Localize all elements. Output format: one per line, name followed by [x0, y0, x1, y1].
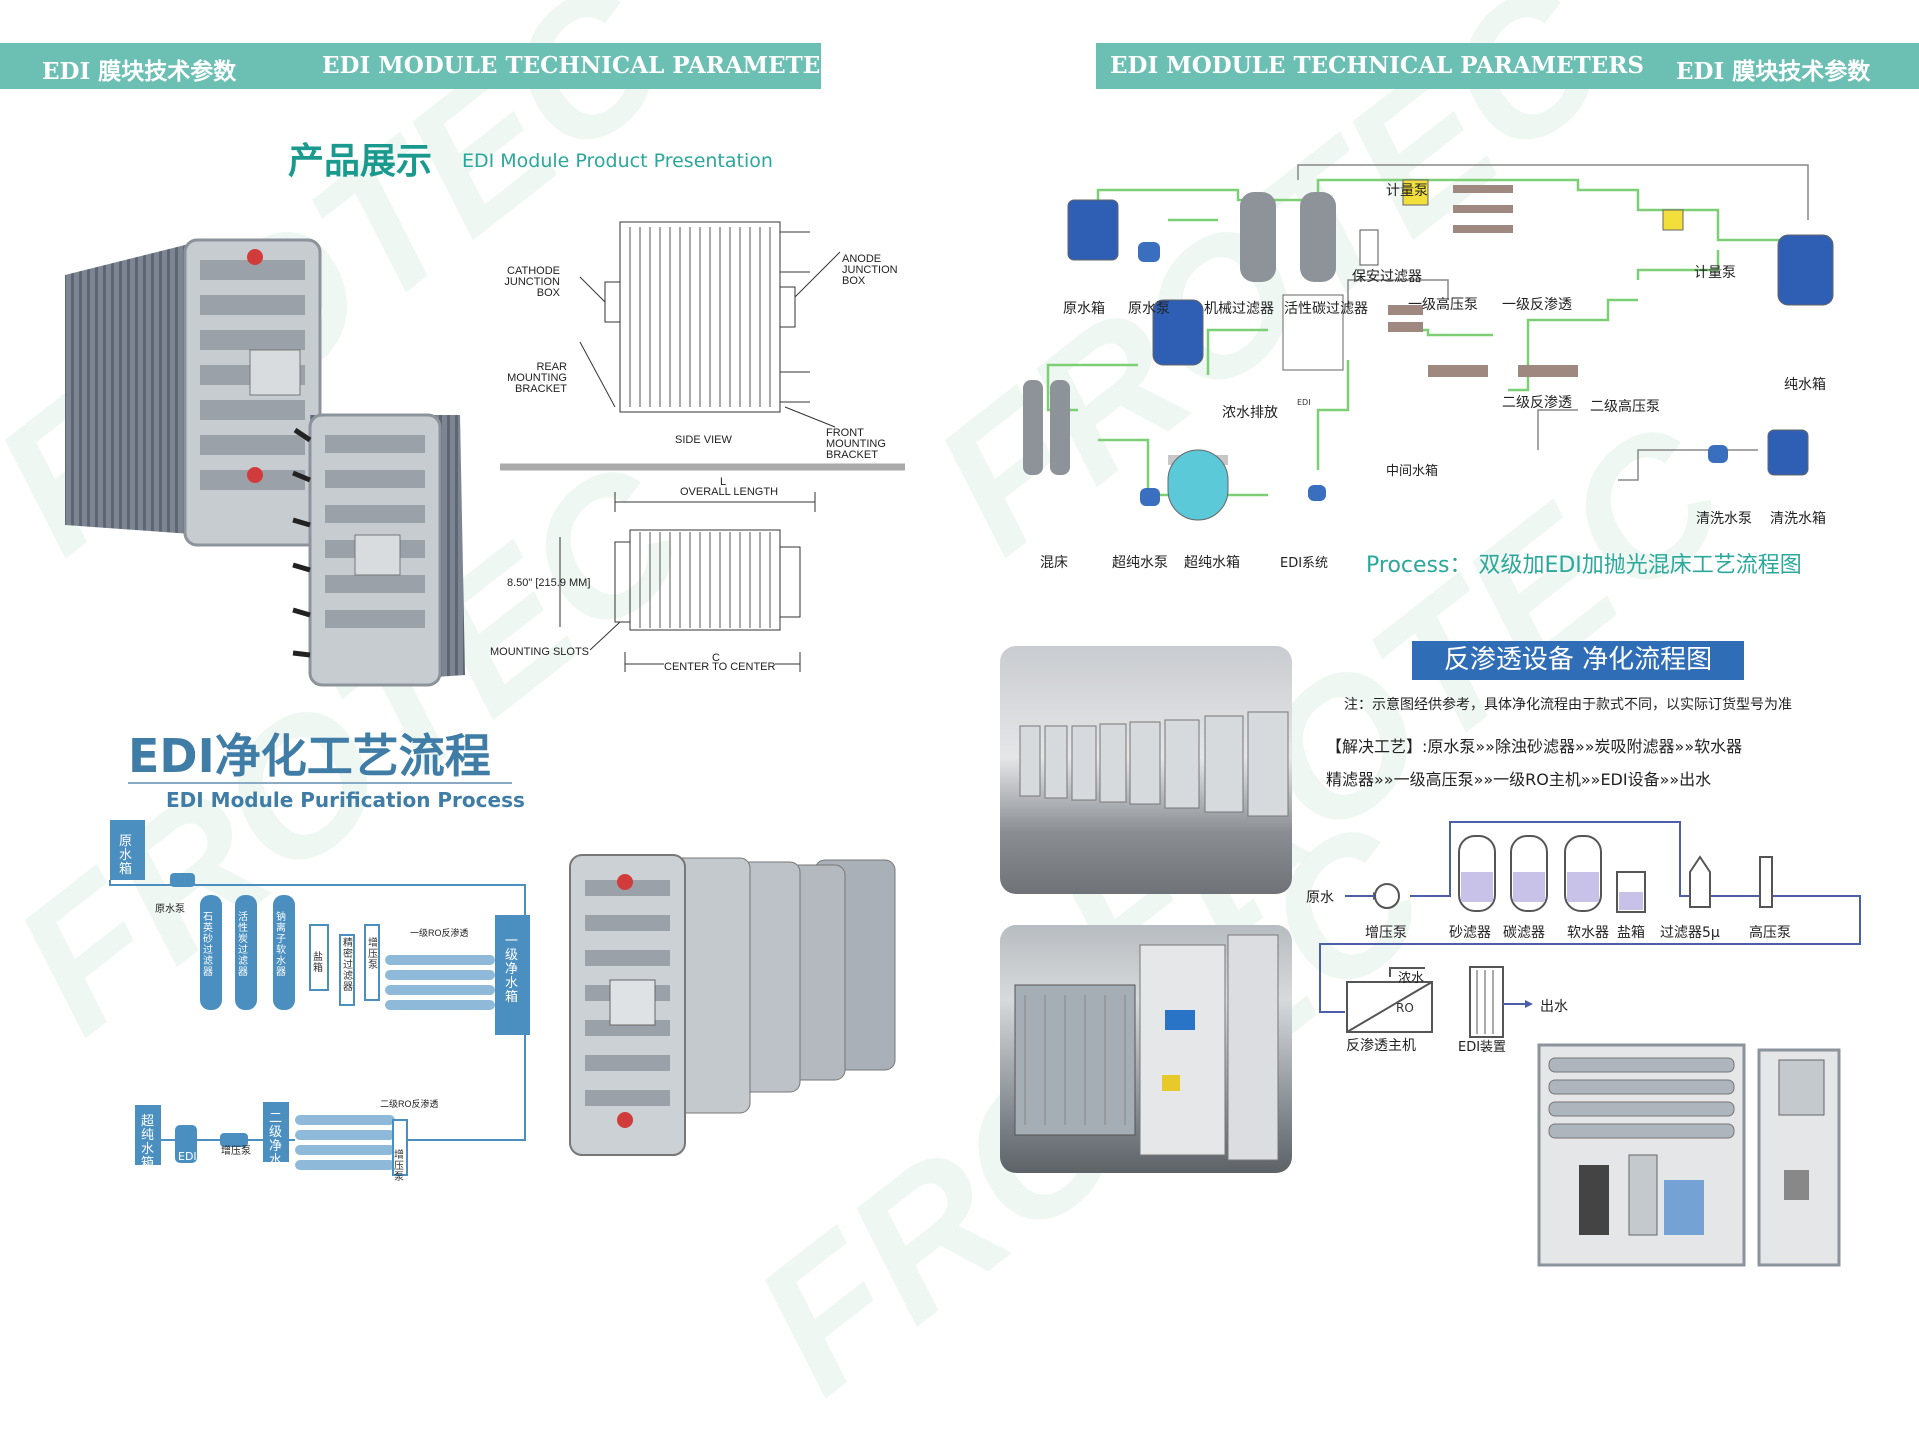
label-overall-length: OVERALL LENGTH: [680, 486, 779, 498]
process-caption: Process： 双级加EDI加抛光混床工艺流程图: [1366, 553, 1802, 578]
pd-wash-pump: 清洗水泵: [1696, 511, 1752, 527]
pd-conc: 浓水排放: [1222, 405, 1278, 421]
left-header-cn: EDI 膜块技术参数: [42, 58, 237, 85]
label-front-bracket: FRONT MOUNTING BRACKET: [826, 427, 886, 461]
edi-modules-row-photo: [569, 854, 896, 1156]
label-edi: EDI: [178, 1150, 197, 1163]
right-header-cn: EDI 膜块技术参数: [1676, 58, 1871, 85]
ro-flow-diagram: [1319, 821, 1861, 1038]
label-ultra: 超纯水箱: [141, 1114, 155, 1171]
rof-conc: 浓水: [1398, 971, 1425, 986]
pd-mixed: 混床: [1040, 555, 1068, 571]
rof-ro-main: 反渗透主机: [1346, 1038, 1416, 1054]
ro-flow-line1: 【解决工艺】:原水泵»»除浊砂滤器»»炭吸附滤器»»软水器: [1326, 737, 1743, 756]
rof-out: 出水: [1540, 999, 1568, 1015]
rof-ro: RO: [1396, 1001, 1414, 1015]
label-mounting-slots: MOUNTING SLOTS: [490, 646, 590, 658]
left-header-en: EDI MODULE TECHNICAL PARAMETERS: [322, 52, 857, 79]
process-flow-diagram: [1023, 164, 1834, 521]
label-c: C: [712, 652, 720, 664]
product-title-cn: 产品展示: [288, 141, 433, 182]
rof-salt: 盐箱: [1617, 925, 1645, 941]
purification-flow-diagram: [109, 820, 530, 1176]
label-ro2: 二级RO反渗透: [380, 1099, 439, 1109]
factory-photo-2: [1000, 925, 1292, 1173]
pd-wash-tank: 清洗水箱: [1770, 511, 1826, 527]
rof-edi: EDI装置: [1458, 1040, 1507, 1055]
label-boost2: 增压泵: [221, 1146, 251, 1157]
rof-sand: 砂滤器: [1449, 925, 1491, 941]
rof-raw: 原水: [1306, 890, 1334, 906]
label-raw-tank: 原水箱: [119, 834, 133, 877]
purification-title-underline: [128, 782, 512, 784]
label-carbon: 活性炭过滤器: [238, 912, 248, 978]
pd-safety: 保安过滤器: [1352, 269, 1422, 285]
label-softener: 钠离子软水器: [276, 912, 286, 978]
product-title-en: EDI Module Product Presentation: [462, 150, 773, 172]
label-pure2: 二级净水箱: [269, 1111, 283, 1182]
label-side-view: SIDE VIEW: [675, 434, 732, 446]
left-header-bar: EDI 膜块技术参数 EDI MODULE TECHNICAL PARAMETE…: [0, 43, 856, 89]
label-salt: 盐箱: [313, 952, 323, 974]
pd-ro2: 二级反渗透: [1502, 395, 1572, 411]
pd-hp1: 一级高压泵: [1408, 297, 1478, 313]
pd-meter-pump: 计量泵: [1386, 183, 1428, 199]
label-boost3: 增压泵: [394, 1150, 404, 1183]
pd-raw-pump: 原水泵: [1128, 301, 1170, 317]
pd-edi: EDI系统: [1280, 556, 1329, 571]
ro-flow-note: 注：示意图经供参考，具体净化流程由于款式不同，以实际订货型号为准: [1344, 697, 1792, 713]
label-center-to-center: CENTER TO CENTER: [664, 661, 776, 673]
label-raw-pump: 原水泵: [155, 904, 185, 915]
label-precision: 精密过滤器: [343, 938, 353, 993]
purification-title-en: EDI Module Purification Process: [166, 788, 525, 812]
rof-carbon: 碳滤器: [1503, 925, 1545, 941]
raw-tank-shape: [110, 820, 145, 880]
label-cathode: CATHODE JUNCTION BOX: [504, 265, 560, 299]
rof-hp: 高压泵: [1749, 925, 1791, 941]
factory-photo-1: [1000, 646, 1292, 894]
ro-equipment-photo: [1537, 1043, 1841, 1267]
right-header-en: EDI MODULE TECHNICAL PARAMETERS: [1110, 52, 1645, 79]
label-boost: 增压泵: [368, 938, 378, 971]
pd-mid: 中间水箱: [1386, 464, 1439, 479]
label-quartz: 石英砂过滤器: [203, 912, 213, 978]
pd-hp2: 二级高压泵: [1590, 399, 1660, 415]
label-ro1: 一级RO反渗透: [410, 928, 469, 938]
pd-ultra-pump: 超纯水泵: [1112, 555, 1168, 571]
rof-filter: 过滤器5μ: [1660, 925, 1720, 941]
edi-module-photo: [65, 238, 465, 687]
pd-carbon: 活性碳过滤器: [1284, 301, 1368, 317]
ro-flow-title: 反渗透设备 净化流程图: [1412, 641, 1744, 680]
pd-ultra-tank: 超纯水箱: [1184, 555, 1240, 571]
technical-drawing: [500, 221, 905, 672]
label-rear-bracket: REAR MOUNTING BRACKET: [507, 361, 567, 395]
label-anode: ANODE JUNCTION BOX: [842, 253, 898, 287]
pd-edi-box: EDI: [1297, 398, 1311, 407]
rof-soft: 软水器: [1567, 925, 1609, 941]
ro-flow-line2: 精滤器»»一级高压泵»»一级RO主机»»EDI设备»»出水: [1326, 770, 1712, 789]
label-height: 8.50" [215.9 MM]: [507, 577, 591, 589]
right-header-bar: EDI MODULE TECHNICAL PARAMETERS EDI 膜块技术…: [1096, 43, 1919, 89]
pd-meter2: 计量泵: [1694, 265, 1736, 281]
pd-ro1: 一级反渗透: [1502, 297, 1572, 313]
purification-title-cn: EDI净化工艺流程: [128, 729, 491, 783]
pd-mech: 机械过滤器: [1204, 301, 1274, 317]
label-l: L: [720, 476, 727, 488]
label-pure1: 一级净水箱: [505, 934, 519, 1005]
pd-raw-tank: 原水箱: [1063, 301, 1105, 317]
pd-pure: 纯水箱: [1784, 377, 1826, 393]
rof-boost: 增压泵: [1365, 925, 1407, 941]
